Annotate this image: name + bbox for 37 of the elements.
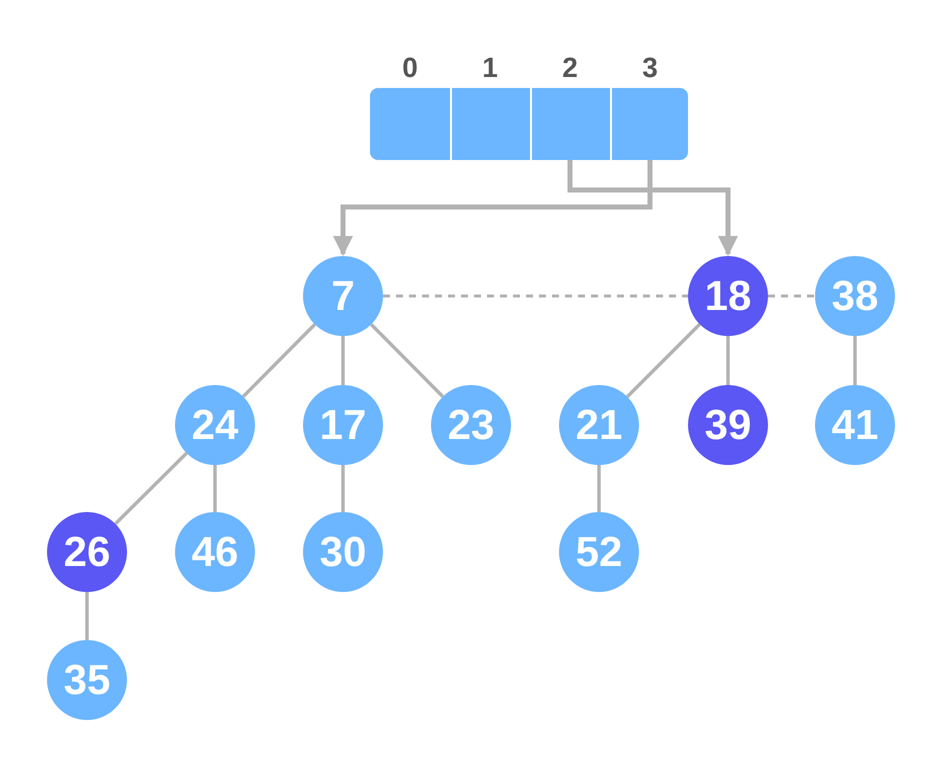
- array-cell: [610, 88, 688, 160]
- tree-edge: [213, 465, 217, 512]
- dashed-link: [383, 294, 688, 298]
- marked-heap-node: 39: [688, 385, 768, 465]
- tree-edge: [626, 323, 701, 398]
- heap-node: 24: [175, 385, 255, 465]
- tree-edge: [726, 336, 730, 385]
- heap-node: 52: [559, 512, 639, 592]
- heap-node: 21: [559, 385, 639, 465]
- tree-edge: [853, 336, 857, 385]
- tree-edge: [341, 465, 345, 512]
- index-label: 2: [561, 52, 579, 84]
- dashed-link: [768, 294, 815, 298]
- heap-node: 38: [815, 256, 895, 336]
- tree-edge: [85, 592, 89, 640]
- array-cell: [370, 88, 450, 160]
- marked-heap-node: 26: [47, 512, 127, 592]
- heap-node: 23: [431, 385, 511, 465]
- index-label: 0: [401, 52, 419, 84]
- heap-node: 41: [815, 385, 895, 465]
- index-label: 1: [481, 52, 499, 84]
- heap-node: 46: [175, 512, 255, 592]
- tree-edge: [597, 465, 601, 512]
- tree-edge: [242, 323, 316, 398]
- heap-node: 7: [303, 256, 383, 336]
- array-cell: [450, 88, 530, 160]
- index-label: 3: [641, 52, 659, 84]
- heap-node: 35: [47, 640, 127, 720]
- tree-edge: [341, 336, 345, 385]
- arrow: [333, 160, 652, 256]
- array-cell: [530, 88, 610, 160]
- heap-node: 17: [303, 385, 383, 465]
- tree-edge: [370, 323, 444, 398]
- heap-node: 30: [303, 512, 383, 592]
- tree-edge: [114, 452, 188, 526]
- marked-heap-node: 18: [688, 256, 768, 336]
- arrow: [568, 160, 738, 256]
